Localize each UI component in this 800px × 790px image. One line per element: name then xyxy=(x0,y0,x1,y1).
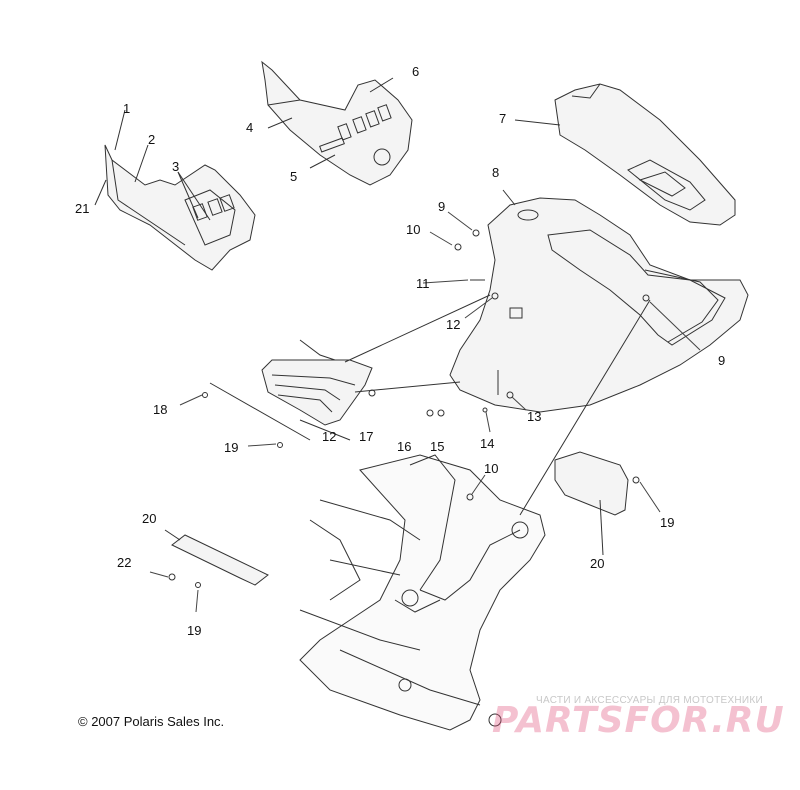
fasteners xyxy=(168,229,650,588)
callout-19: 19 xyxy=(224,440,239,455)
callout-7: 7 xyxy=(499,111,507,126)
callout-4: 4 xyxy=(246,120,254,135)
callout-6: 6 xyxy=(412,64,420,79)
callout-10: 10 xyxy=(406,222,421,237)
callout-1: 1 xyxy=(123,101,131,116)
callout-12: 12 xyxy=(322,429,337,444)
leader-lines xyxy=(149,211,701,613)
copyright-notice: © 2007 Polaris Sales Inc. xyxy=(78,714,225,729)
callout-9: 9 xyxy=(718,353,726,368)
lower-panel xyxy=(164,529,269,586)
seat-cover xyxy=(514,83,736,226)
callout-22: 22 xyxy=(117,555,132,570)
callout-10: 10 xyxy=(484,461,499,476)
callout-18: 18 xyxy=(153,402,168,417)
callout-19: 19 xyxy=(660,515,675,530)
left-side-panel xyxy=(94,109,256,271)
callout-2: 2 xyxy=(148,132,156,147)
callout-13: 13 xyxy=(527,409,542,424)
watermark-tagline: ЧАСТИ И АКСЕССУАРЫ ДЛЯ МОТОТЕХНИКИ xyxy=(536,695,764,706)
side-bracket-plate xyxy=(554,451,640,556)
callout-17: 17 xyxy=(359,429,374,444)
callout-19: 19 xyxy=(187,623,202,638)
callout-3: 3 xyxy=(172,159,180,174)
callout-15: 15 xyxy=(430,439,445,454)
rear-bracket xyxy=(209,294,491,441)
watermark-logo: PARTSFOR.RU xyxy=(492,700,785,741)
callout-5: 5 xyxy=(290,169,298,184)
callout-12: 12 xyxy=(446,317,461,332)
callout-20: 20 xyxy=(590,556,605,571)
callout-11: 11 xyxy=(416,276,430,291)
callout-14: 14 xyxy=(480,436,495,451)
callout-21: 21 xyxy=(75,201,90,216)
body-cover xyxy=(449,189,749,413)
callout-16: 16 xyxy=(397,439,412,454)
callout-8: 8 xyxy=(492,165,500,180)
callout-20: 20 xyxy=(142,511,157,526)
upper-side-panel xyxy=(261,60,413,186)
frame xyxy=(299,299,651,731)
callout-9: 9 xyxy=(438,199,446,214)
